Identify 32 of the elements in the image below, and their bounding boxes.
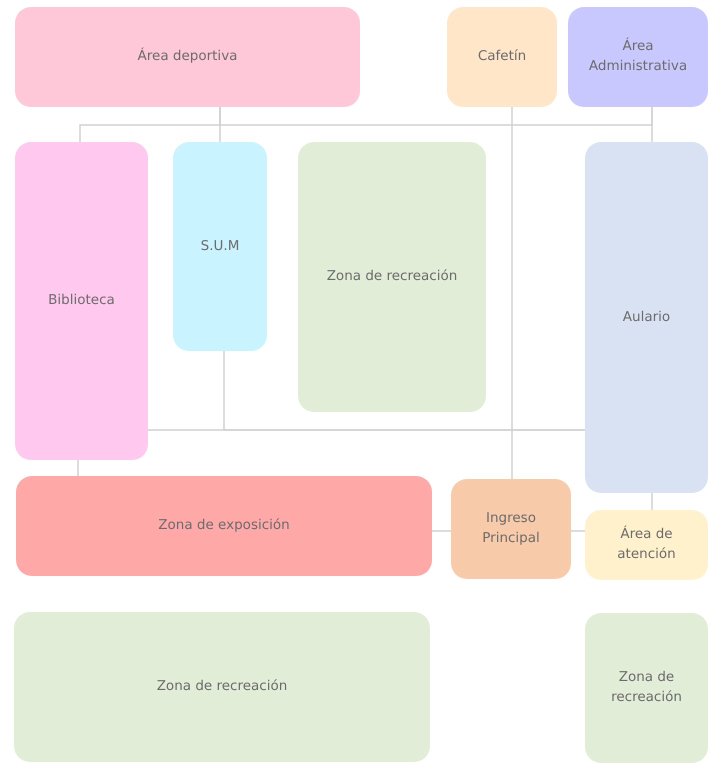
zone-label: Área de atención: [616, 525, 677, 564]
connector-line: [223, 351, 585, 431]
zone-box: [585, 510, 708, 580]
zone-label: S.U.M: [200, 236, 240, 256]
connector-line: [77, 460, 79, 476]
zone-box: [16, 476, 432, 576]
connector-line: [432, 530, 451, 532]
connector-line: [651, 493, 653, 510]
zone-box: [15, 142, 148, 460]
zone-label: Zona de recreación: [610, 668, 683, 707]
zone-label: Ingreso Principal: [481, 509, 541, 548]
zone-box: [14, 612, 430, 762]
zone-label: Biblioteca: [47, 291, 116, 310]
zone-box: [585, 142, 708, 493]
zone-label: Área Administrativa: [588, 37, 688, 76]
zone-box: [451, 479, 571, 579]
connector-line: [511, 107, 513, 479]
zone-label: Zona de recreación: [156, 677, 288, 696]
zone-label: Zona de recreación: [326, 267, 458, 286]
zone-box: [173, 142, 267, 351]
connector-line: [651, 107, 653, 142]
zone-label: Área deportiva: [136, 47, 238, 66]
zone-box: [568, 7, 708, 107]
connector-line: [571, 530, 585, 532]
zone-box: [298, 142, 486, 412]
zone-label: Aulario: [622, 308, 672, 327]
zone-box: [585, 613, 708, 763]
zone-box: [447, 7, 557, 107]
zone-box: [15, 7, 360, 107]
zone-label: Zona de exposición: [157, 516, 291, 536]
zone-label: Cafetín: [476, 47, 528, 66]
connector-line: [219, 107, 653, 126]
